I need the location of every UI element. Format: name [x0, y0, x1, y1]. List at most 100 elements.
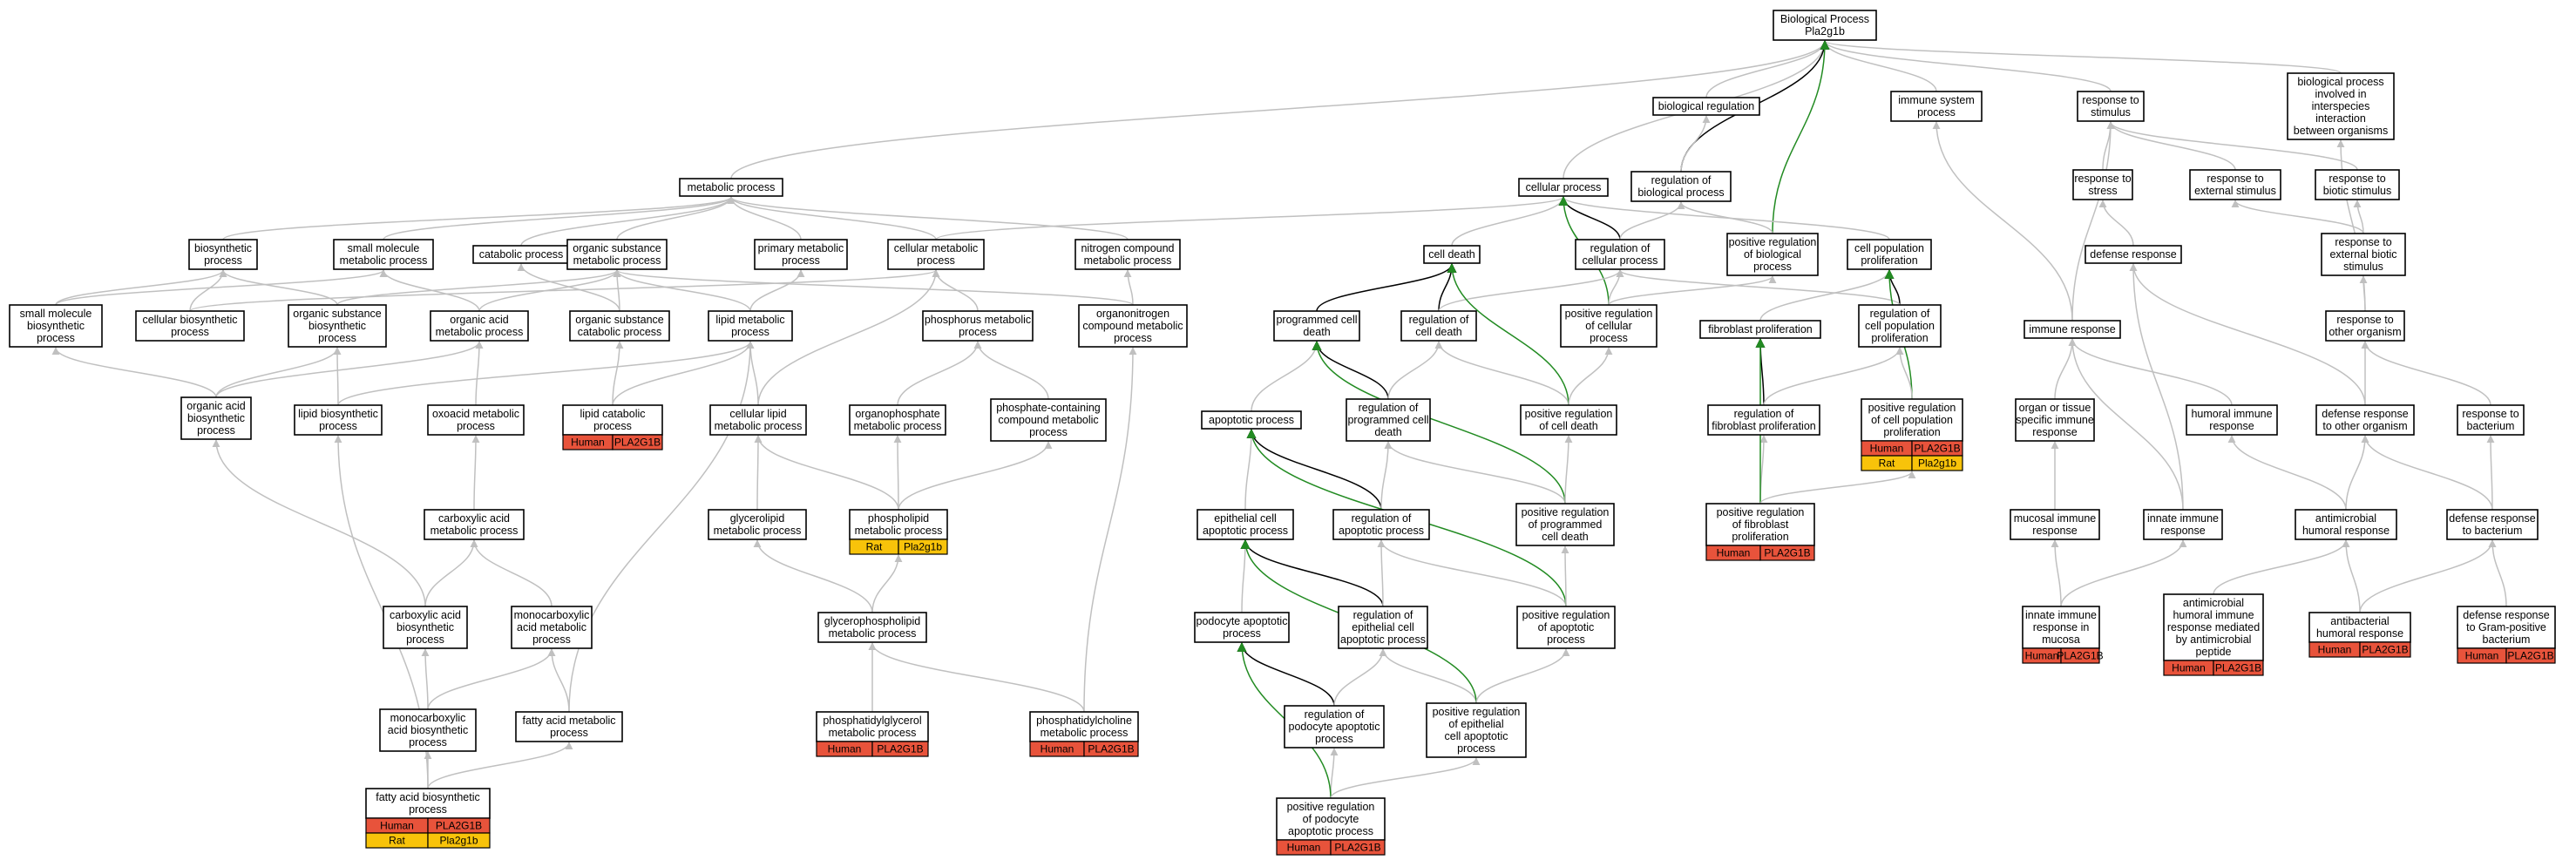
term-label-line: of epithelial	[1448, 718, 1503, 730]
term-label-line: process	[782, 254, 820, 267]
gene-cell	[1330, 839, 1386, 856]
edge-gray	[1330, 757, 1481, 799]
term-label-line: process	[1590, 332, 1628, 344]
term-label-line: regulation of	[1353, 609, 1413, 621]
edge-gray	[383, 196, 736, 240]
term-box	[1194, 612, 1290, 643]
term-box	[188, 239, 258, 270]
term-label-line: response to	[2207, 173, 2263, 185]
edge-gray	[1559, 196, 1890, 240]
term-box	[817, 612, 927, 643]
edge-gray	[1387, 341, 1443, 400]
term-box	[430, 310, 529, 342]
edge-black	[1237, 641, 1335, 707]
gene-label: PLA2G1B	[2215, 662, 2261, 674]
term-label-line: external biotic	[2329, 248, 2396, 261]
term-label-line: response mediated	[2167, 621, 2260, 633]
term-label-line: organophosphate	[855, 408, 939, 420]
term-label-line: programmed cell	[1276, 314, 1357, 326]
term-label-line: positive regulation	[1525, 408, 1613, 420]
term-label-line: biosynthetic	[397, 621, 454, 633]
term-box	[2308, 612, 2411, 643]
edge-gray	[1619, 201, 1685, 240]
term-label-line: process	[318, 332, 356, 344]
gene-label: PLA2G1B	[2362, 644, 2408, 656]
edge-gray	[51, 347, 217, 398]
term-box	[288, 304, 387, 348]
term-label-line: metabolic process	[1084, 254, 1172, 267]
term-label-line: small molecule	[20, 308, 92, 320]
gene-cell	[2060, 647, 2100, 664]
term-label-line: mucosal immune	[2014, 512, 2097, 525]
term-box	[1029, 711, 1139, 742]
edge-gray	[333, 347, 342, 406]
edge-gray	[1561, 545, 1569, 607]
term-box	[1773, 10, 1877, 41]
term-box	[1196, 509, 1294, 540]
term-label-line: antimicrobial	[2315, 512, 2376, 525]
term-box	[2315, 169, 2400, 200]
term-box	[135, 310, 245, 342]
term-label-line: external stimulus	[2194, 185, 2276, 197]
term-label-line: acid biosynthetic	[388, 724, 468, 736]
term-box	[379, 708, 477, 752]
term-label-line: apoptotic process	[1288, 825, 1373, 837]
term-box	[1858, 304, 1942, 348]
term-label-line: immune system	[1898, 94, 1975, 106]
term-box	[2287, 72, 2395, 140]
term-box	[427, 404, 525, 436]
term-label-line: humoral response	[2302, 525, 2390, 537]
edge-gray	[2227, 435, 2347, 511]
term-label-line: regulation of	[1870, 308, 1930, 320]
gene-label: PLA2G1B	[1764, 547, 1810, 559]
term-label-line: stimulus	[2091, 106, 2131, 119]
term-label-line: specific immune	[2016, 414, 2094, 426]
term-box	[333, 239, 434, 270]
species-label: Human	[1287, 842, 1321, 854]
species-label: Human	[1717, 547, 1751, 559]
term-label-line: response to	[2335, 236, 2391, 248]
term-label-line: process	[1457, 742, 1495, 755]
species-label: Human	[828, 743, 862, 755]
term-label-line: metabolic process	[573, 254, 661, 267]
edge-gray	[1616, 269, 1901, 306]
term-box	[1423, 245, 1481, 264]
term-box	[1699, 320, 1821, 339]
edge-gray	[2353, 200, 2364, 234]
term-label-line: glycerolipid	[730, 512, 785, 525]
term-label-line: organic substance	[575, 314, 664, 326]
term-box	[708, 310, 793, 342]
term-box	[1560, 304, 1657, 348]
edge-gray	[2361, 341, 2491, 406]
term-label-line: process	[1114, 332, 1152, 344]
term-box	[2010, 509, 2100, 540]
term-label-line: defense response	[2449, 512, 2535, 525]
term-label-line: cell population	[1854, 242, 1924, 254]
term-label-line: positive regulation	[1522, 609, 1610, 621]
species-label: Rat	[1879, 457, 1895, 470]
term-label-line: other organism	[2329, 326, 2401, 338]
edge-gray	[749, 269, 805, 312]
term-box	[2321, 233, 2406, 276]
term-label-line: innate immune	[2025, 609, 2097, 621]
edge-gray	[935, 196, 1568, 240]
term-label-line: positive regulation	[1522, 506, 1610, 518]
edge-gray	[2213, 539, 2350, 595]
gene-label: PLA2G1B	[614, 437, 661, 449]
edge-gray	[1380, 441, 1393, 511]
edge-gray	[1251, 341, 1321, 412]
edge-gray	[1763, 347, 1904, 406]
term-label-line: between organisms	[2294, 125, 2388, 137]
gene-label: PLA2G1B	[2057, 650, 2103, 662]
term-label-line: organonitrogen	[1096, 308, 1169, 320]
